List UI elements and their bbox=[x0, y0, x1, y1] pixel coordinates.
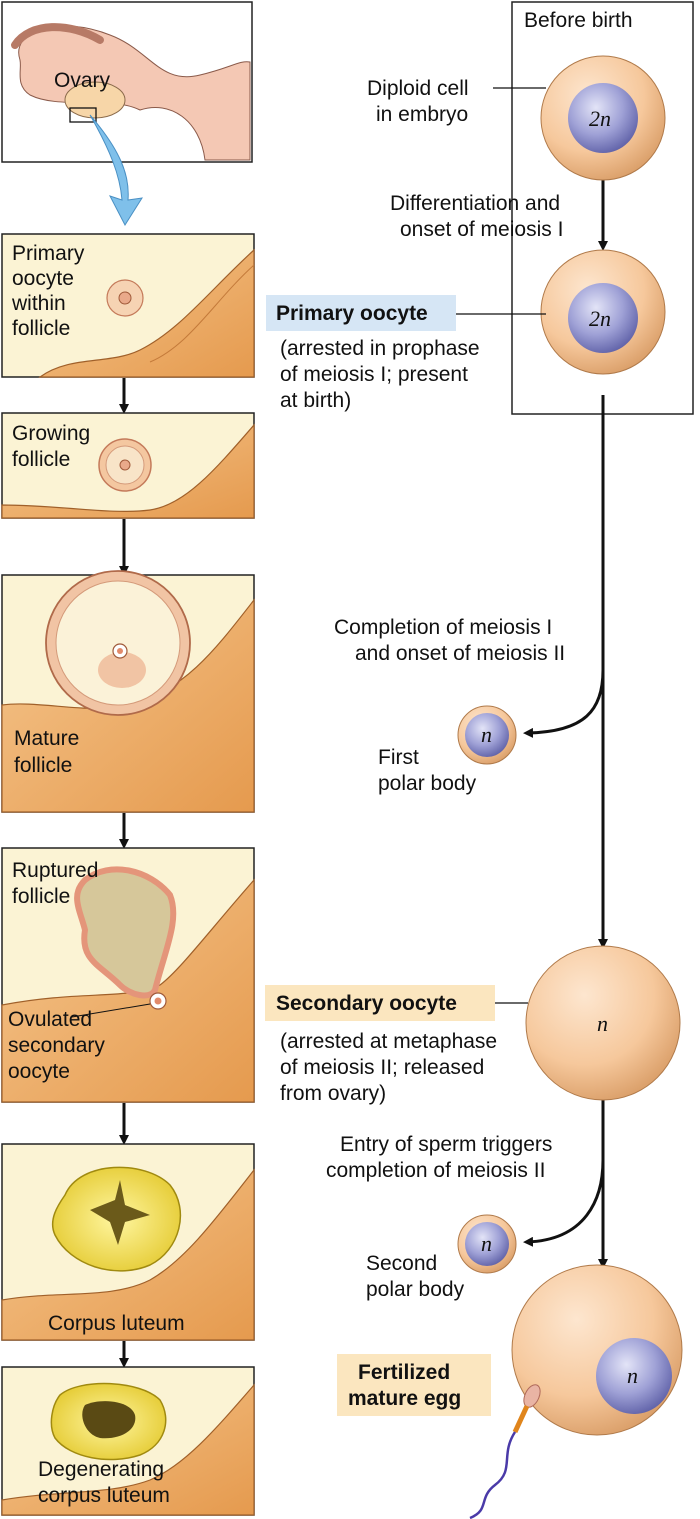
panel-growing-follicle: Growing follicle bbox=[1, 412, 255, 519]
first-polar-ploidy: n bbox=[481, 722, 492, 747]
first-polar-label-1: polar body bbox=[378, 772, 477, 795]
zoom-arrow bbox=[89, 114, 143, 227]
sperm-step-0: Entry of sperm triggers bbox=[340, 1133, 552, 1156]
second-polar-body: n bbox=[457, 1214, 517, 1274]
panel-1-line-3: follicle bbox=[12, 317, 70, 340]
panel-degenerating-corpus-luteum: Degenerating corpus luteum bbox=[1, 1366, 255, 1516]
fertilized-egg-cell: n bbox=[511, 1264, 683, 1436]
panel-4-sub-2: oocyte bbox=[8, 1060, 70, 1083]
panel-1-line-0: Primary bbox=[12, 242, 85, 265]
diploid-cell: 2n bbox=[540, 55, 666, 181]
diff-step-1: onset of meiosis I bbox=[400, 218, 563, 241]
meiosis1-step-1: and onset of meiosis II bbox=[355, 642, 565, 665]
panel-primary-oocyte: Primary oocyte within follicle bbox=[1, 233, 255, 378]
panel-6-line-0: Degenerating bbox=[38, 1458, 164, 1481]
secondary-ploidy: n bbox=[597, 1011, 608, 1036]
ovary-label: Ovary bbox=[54, 69, 111, 92]
panel-5-line-0: Corpus luteum bbox=[48, 1312, 185, 1335]
secondary-note-1: of meiosis II; released bbox=[280, 1056, 484, 1079]
primary-oocyte-cell: 2n bbox=[540, 249, 666, 375]
secondary-oocyte-cell: n bbox=[525, 945, 681, 1101]
primary-note-1: of meiosis I; present bbox=[280, 363, 468, 386]
sperm bbox=[469, 1384, 541, 1519]
secondary-note-2: from ovary) bbox=[280, 1082, 386, 1105]
meiosis1-step-0: Completion of meiosis I bbox=[334, 616, 552, 639]
primary-title-highlight bbox=[266, 295, 456, 331]
panel-1-line-1: oocyte bbox=[12, 267, 74, 290]
primary-note-0: (arrested in prophase bbox=[280, 337, 480, 360]
panel-mature-follicle: Mature follicle bbox=[1, 570, 255, 813]
panel-2-line-0: Growing bbox=[12, 422, 90, 445]
panel-corpus-luteum: Corpus luteum bbox=[1, 1143, 255, 1341]
panel-4-line-0: Ruptured bbox=[12, 859, 98, 882]
second-polar-ploidy: n bbox=[481, 1231, 492, 1256]
branch-second-polar bbox=[523, 1159, 605, 1247]
primary-note-2: at birth) bbox=[280, 389, 351, 412]
panel-3-line-1: follicle bbox=[14, 754, 72, 777]
primary-title: Primary oocyte bbox=[276, 302, 428, 325]
sperm-step-1: completion of meiosis II bbox=[326, 1159, 545, 1182]
primary-ploidy: 2n bbox=[589, 306, 611, 331]
diff-step-0: Differentiation and bbox=[390, 192, 560, 215]
secondary-title-highlight bbox=[265, 985, 495, 1021]
secondary-title: Secondary oocyte bbox=[276, 992, 457, 1015]
secondary-note-0: (arrested at metaphase bbox=[280, 1030, 497, 1053]
first-polar-label-0: First bbox=[378, 746, 419, 769]
before-birth-label: Before birth bbox=[524, 9, 633, 32]
panel-4-sub-0: Ovulated bbox=[8, 1008, 92, 1031]
ovary-illustration: Ovary bbox=[1, 1, 253, 163]
second-polar-label-1: polar body bbox=[366, 1278, 465, 1301]
fertilized-title-0: Fertilized bbox=[358, 1361, 450, 1384]
diploid-label-1: in embryo bbox=[376, 103, 468, 126]
panel-3-line-0: Mature bbox=[14, 727, 79, 750]
panel-4-line-1: follicle bbox=[12, 885, 70, 908]
branch-first-polar bbox=[523, 669, 605, 738]
fertilized-title-1: mature egg bbox=[348, 1387, 461, 1410]
panel-6-line-1: corpus luteum bbox=[38, 1484, 170, 1507]
panel-2-line-1: follicle bbox=[12, 448, 70, 471]
first-polar-body: n bbox=[457, 705, 517, 765]
diploid-ploidy: 2n bbox=[589, 106, 611, 131]
diploid-label-0: Diploid cell bbox=[367, 77, 469, 100]
fertilized-title-highlight bbox=[337, 1354, 491, 1416]
fertilized-ploidy: n bbox=[627, 1363, 638, 1388]
panel-1-line-2: within bbox=[11, 292, 66, 315]
panel-4-sub-1: secondary bbox=[8, 1034, 105, 1057]
panel-ruptured-follicle: Ruptured follicle Ovulated secondary ooc… bbox=[1, 847, 255, 1103]
second-polar-label-0: Second bbox=[366, 1252, 437, 1275]
